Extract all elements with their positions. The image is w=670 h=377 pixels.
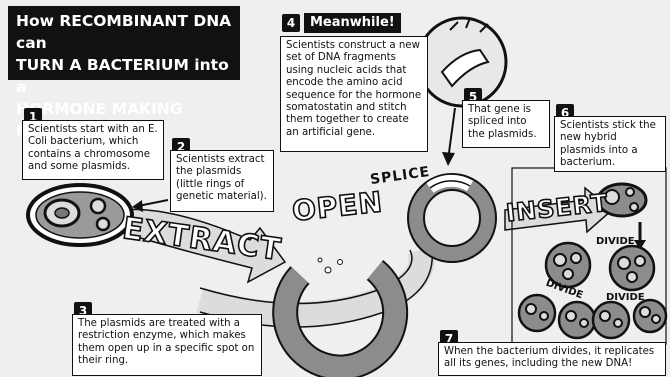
pointer-arrow (138, 200, 168, 206)
plasmid (91, 199, 105, 213)
artificial-gene-illustration (418, 18, 506, 106)
step-4-number: 4 (282, 14, 300, 32)
step-7-text: When the bacterium divides, it replicate… (438, 342, 666, 376)
step-6-text: Scientists stick the new hybrid plasmids… (554, 116, 666, 172)
title-line-2: TURN A BACTERIUM into a (16, 54, 232, 98)
step-1-text: Scientists start with an E. Coli bacteri… (22, 120, 164, 180)
divide-label-3: DIVIDE (606, 292, 645, 303)
title-line-1: How RECOMBINANT DNA can (16, 10, 232, 54)
divided-bacteria (519, 243, 666, 338)
divide-label-1: DIVIDE (596, 236, 635, 247)
ecoli-bacterium (28, 185, 132, 245)
step-3-text: The plasmids are treated with a restrict… (72, 314, 262, 376)
step-5-text: That gene is spliced into the plasmids. (462, 100, 550, 148)
spliced-plasmid (416, 181, 488, 254)
infographic-title: How RECOMBINANT DNA can TURN A BACTERIUM… (8, 6, 240, 80)
step-2-text: Scientists extract the plasmids (little … (170, 150, 274, 212)
plasmid (97, 218, 109, 230)
step-4-text: Scientists construct a new set of DNA fr… (280, 36, 428, 152)
gene-to-plasmid-arrow (448, 108, 455, 160)
step-4-heading: Meanwhile! (304, 13, 401, 33)
